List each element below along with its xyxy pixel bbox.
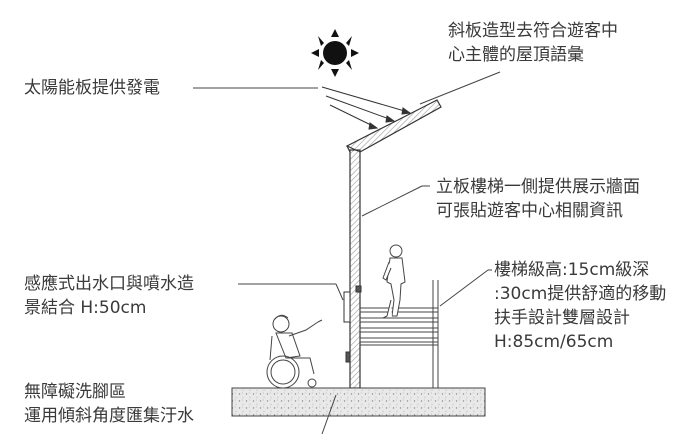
annotation-faucet-line1: 感應式出水口與噴水造 xyxy=(24,274,194,294)
annotation-stair-line1: 樓梯級高:15cm級深 xyxy=(494,260,650,280)
faucet xyxy=(343,285,362,363)
leader-lines xyxy=(193,71,501,434)
standing-person-figure xyxy=(382,244,406,319)
annotation-base-line1: 無障礙洗腳區 xyxy=(24,382,126,402)
annotation-faucet-line2: 景結合 H:50cm xyxy=(24,298,147,318)
annotation-stair-line3: 扶手設計雙層設計 xyxy=(494,308,630,328)
annotation-stair-line4: H:85cm/65cm xyxy=(494,332,614,352)
ground-base xyxy=(231,387,486,417)
annotation-roof-line1: 斜板造型去符合遊客中 xyxy=(448,21,618,41)
annotation-wall-line1: 立板樓梯一側提供展示牆面 xyxy=(436,177,640,197)
annotation-stair-line2: :30cm提供舒適的移動 xyxy=(494,284,667,304)
sun-ray-arrows xyxy=(321,86,412,130)
annotation-base-line2: 運用傾斜角度匯集汙水 xyxy=(24,406,194,426)
wheelchair-user-figure xyxy=(266,314,323,389)
annotation-solar-panel: 太陽能板提供發電 xyxy=(24,78,160,98)
annotation-wall-line2: 可張貼遊客中心相關資訊 xyxy=(436,201,623,221)
annotation-roof-line2: 心主體的屋頂語彙 xyxy=(448,45,584,65)
sun-icon xyxy=(311,29,359,77)
